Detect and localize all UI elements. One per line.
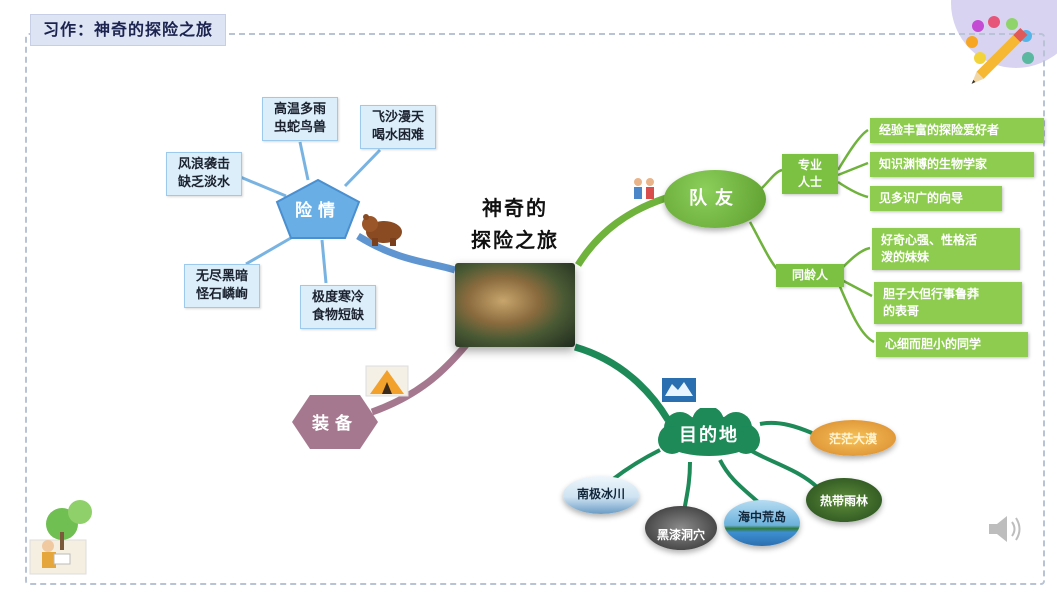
dest-rainforest-label: 热带雨林 — [819, 494, 868, 508]
hazard-item-darkness: 无尽黑暗 怪石嶙峋 — [184, 264, 260, 308]
center-title-line1: 神奇的 — [482, 196, 548, 220]
destination-node[interactable]: 目的地 — [650, 406, 768, 460]
team-pro-item-3: 见多识广的向导 — [870, 186, 1002, 211]
dest-cave[interactable]: 黑漆洞穴 — [645, 506, 717, 550]
pencil-palette-icon — [966, 16, 1034, 84]
dest-antarctic[interactable]: 南极冰川 — [563, 476, 639, 514]
team-pro-item-2: 知识渊博的生物学家 — [870, 152, 1034, 177]
dest-desert-label: 茫茫大漠 — [828, 432, 877, 446]
pentagon-shape — [275, 178, 361, 239]
dest-desert[interactable]: 茫茫大漠 — [810, 420, 896, 456]
hazard-item-cold: 极度寒冷 食物短缺 — [300, 285, 376, 329]
hazard-item-sand: 飞沙漫天 喝水困难 — [360, 105, 436, 149]
team-peer-node[interactable]: 同龄人 — [776, 264, 844, 287]
tent-icon — [365, 365, 409, 397]
branch-hazard — [356, 233, 457, 274]
hazard-node[interactable]: 险情 — [275, 178, 361, 240]
slide-title: 习作：神奇的探险之旅 — [30, 14, 227, 46]
iceberg-icon — [662, 378, 696, 402]
center-title-line2: 探险之旅 — [471, 228, 559, 252]
hexagon-shape — [292, 395, 378, 449]
reading-child-icon — [29, 500, 92, 575]
equipment-node[interactable]: 装备 — [290, 393, 380, 451]
dest-rainforest[interactable]: 热带雨林 — [806, 478, 882, 522]
cloud-shape — [658, 406, 760, 456]
dashed-frame — [25, 33, 1045, 585]
explorers-icon — [634, 178, 654, 199]
speaker-icon[interactable] — [985, 512, 1025, 546]
team-peer-item-2: 胆子大但行事鲁莽 的表哥 — [874, 282, 1022, 324]
team-pro-item-1: 经验丰富的探险爱好者 — [870, 118, 1044, 143]
destination-label: 目的地 — [679, 425, 739, 446]
branch-destination — [574, 343, 672, 422]
hazard-spokes — [237, 141, 382, 284]
team-peer-item-3: 心细而胆小的同学 — [876, 332, 1028, 357]
branch-team — [575, 194, 668, 267]
bear-icon — [362, 214, 402, 246]
center-title: 神奇的 探险之旅 — [455, 192, 575, 256]
hazard-item-heat: 高温多雨 虫蛇鸟兽 — [262, 97, 338, 141]
branch-equipment — [370, 342, 469, 416]
center-cave-image — [455, 263, 575, 347]
hazard-label: 险情 — [295, 201, 341, 221]
dest-cave-label: 黑漆洞穴 — [656, 528, 705, 542]
dest-antarctic-label: 南极冰川 — [576, 487, 625, 501]
team-node[interactable]: 队友 — [664, 170, 766, 228]
team-pro-node[interactable]: 专业 人士 — [782, 154, 838, 194]
hazard-item-waves: 风浪袭击 缺乏淡水 — [166, 152, 242, 196]
equipment-label: 装备 — [312, 414, 358, 434]
dest-island[interactable]: 海中荒岛 — [724, 500, 800, 546]
dest-island-label: 海中荒岛 — [737, 510, 786, 524]
team-peer-item-1: 好奇心强、性格活 泼的妹妹 — [872, 228, 1020, 270]
